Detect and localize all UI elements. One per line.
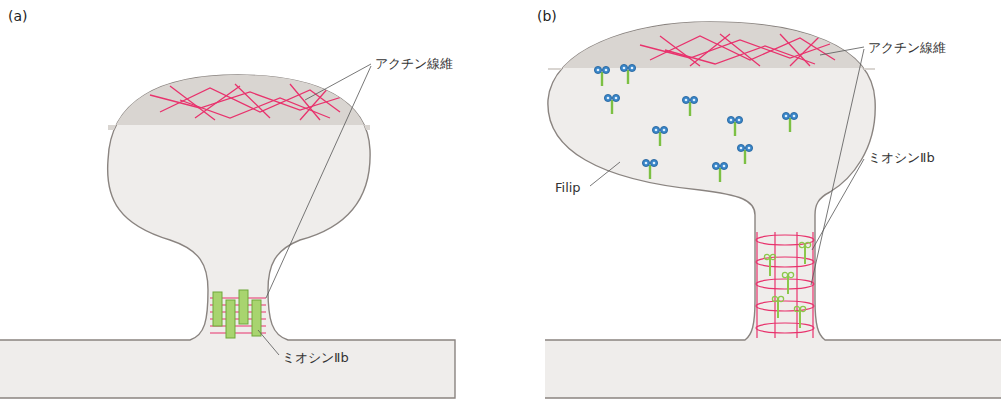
part-label: ミオシンⅡb xyxy=(868,150,935,166)
leader-lines xyxy=(258,47,864,355)
actin-cap xyxy=(540,18,880,70)
part-label: アクチン線維 xyxy=(375,56,453,72)
filip-molecules xyxy=(594,64,797,182)
panel-letter: (b) xyxy=(537,8,557,25)
dendrite-spine xyxy=(545,22,1001,398)
part-label: Filip xyxy=(555,180,581,196)
actin-cap xyxy=(100,70,380,130)
neck-actin-b xyxy=(756,232,814,338)
myosin-b xyxy=(764,242,810,328)
myosin-bundle-a xyxy=(213,290,261,338)
part-label: ミオシンⅡb xyxy=(282,350,349,366)
part-label: アクチン線維 xyxy=(868,40,946,56)
panel-letter: (a) xyxy=(8,8,28,25)
